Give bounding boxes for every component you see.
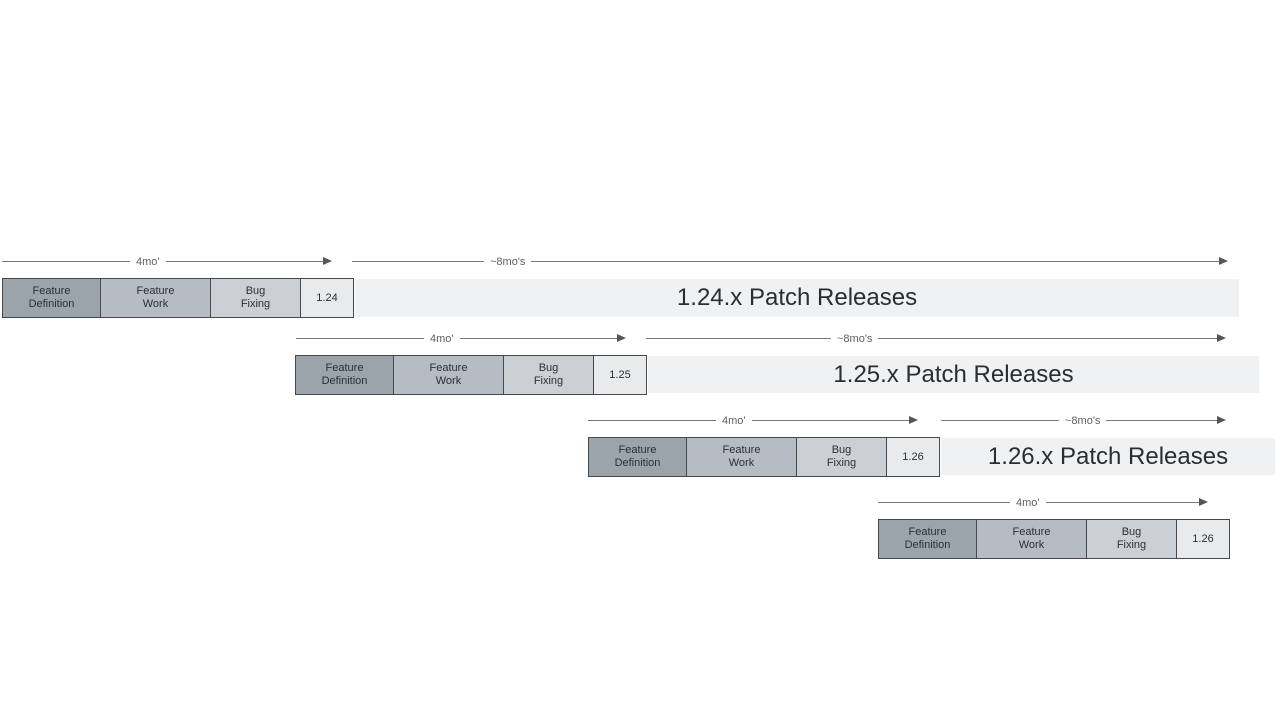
feature-definition-box: Feature Definition [3,279,101,317]
cycle-1-24-phases: Feature Definition Feature Work Bug Fixi… [2,278,354,318]
arrow-line [165,260,324,262]
arrow-line [296,337,424,339]
bug-fixing-box: Bug Fixing [797,438,887,476]
arrowhead-icon [1199,498,1208,506]
feature-definition-box: Feature Definition [296,356,394,394]
version-box: 1.26 [1177,520,1229,558]
arrow-label-4mo: 4mo' [430,333,454,345]
bug-fixing-box: Bug Fixing [211,279,301,317]
arrow-label-4mo: 4mo' [136,256,160,268]
version-box: 1.25 [594,356,646,394]
phase-label: Bug Fixing [826,444,857,469]
cycle-1-26-phases: Feature Definition Feature Work Bug Fixi… [588,437,940,477]
bug-fixing-box: Bug Fixing [1087,520,1177,558]
patch-releases-label: 1.24.x Patch Releases [676,284,918,311]
feature-work-box: Feature Work [977,520,1087,558]
phase-label: Bug Fixing [240,285,271,310]
arrow-line [878,501,1010,503]
arrow-line [646,337,831,339]
arrow-line [531,260,1220,262]
feature-definition-box: Feature Definition [589,438,687,476]
phase-label: Feature Definition [614,444,661,469]
arrow-line [1045,501,1200,503]
arrow-line [588,419,716,421]
patch-releases-bar-1-24: 1.24.x Patch Releases [355,279,1239,317]
version-label: 1.25 [609,368,631,381]
phase-label: Feature Work [429,362,468,387]
version-label: 1.24 [316,291,338,304]
dev-duration-arrow-1-24: 4mo' [2,254,332,268]
patch-releases-bar-1-26: 1.26.x Patch Releases [941,438,1275,475]
feature-work-box: Feature Work [101,279,211,317]
version-label: 1.26 [1192,532,1214,545]
arrowhead-icon [1219,257,1228,265]
arrow-line [878,337,1218,339]
phase-label: Feature Work [136,285,175,310]
version-box: 1.24 [301,279,353,317]
arrow-line [352,260,484,262]
arrow-label-8mo: ~8mo's [1065,415,1101,427]
feature-work-box: Feature Work [687,438,797,476]
patch-releases-bar-1-25: 1.25.x Patch Releases [648,356,1259,393]
bug-fixing-box: Bug Fixing [504,356,594,394]
arrow-label-8mo: ~8mo's [490,256,526,268]
arrow-line [751,419,910,421]
dev-duration-arrow-1-26: 4mo' [588,413,918,427]
arrow-label-4mo: 4mo' [722,415,746,427]
phase-label: Feature Work [1012,526,1051,551]
arrowhead-icon [1217,334,1226,342]
arrowhead-icon [1217,416,1226,424]
arrow-line [459,337,618,339]
phase-label: Feature Definition [904,526,951,551]
phase-label: Feature Definition [321,362,368,387]
arrow-line [2,260,130,262]
patch-duration-arrow-1-24: ~8mo's [352,254,1228,268]
arrowhead-icon [323,257,332,265]
arrow-label-8mo: ~8mo's [837,333,873,345]
feature-work-box: Feature Work [394,356,504,394]
cycle-next-phases: Feature Definition Feature Work Bug Fixi… [878,519,1230,559]
version-box: 1.26 [887,438,939,476]
cycle-1-25-phases: Feature Definition Feature Work Bug Fixi… [295,355,647,395]
phase-label: Bug Fixing [1116,526,1147,551]
arrow-line [941,419,1059,421]
patch-releases-label: 1.25.x Patch Releases [833,360,1074,388]
arrowhead-icon [617,334,626,342]
arrow-line [1106,419,1218,421]
version-label: 1.26 [902,450,924,463]
feature-definition-box: Feature Definition [879,520,977,558]
dev-duration-arrow-next: 4mo' [878,495,1208,509]
patch-releases-label: 1.26.x Patch Releases [987,442,1229,470]
arrowhead-icon [909,416,918,424]
patch-duration-arrow-1-25: ~8mo's [646,331,1226,345]
phase-label: Bug Fixing [533,362,564,387]
patch-duration-arrow-1-26: ~8mo's [941,413,1226,427]
phase-label: Feature Definition [28,285,75,310]
arrow-label-4mo: 4mo' [1016,497,1040,509]
phase-label: Feature Work [722,444,761,469]
dev-duration-arrow-1-25: 4mo' [296,331,626,345]
